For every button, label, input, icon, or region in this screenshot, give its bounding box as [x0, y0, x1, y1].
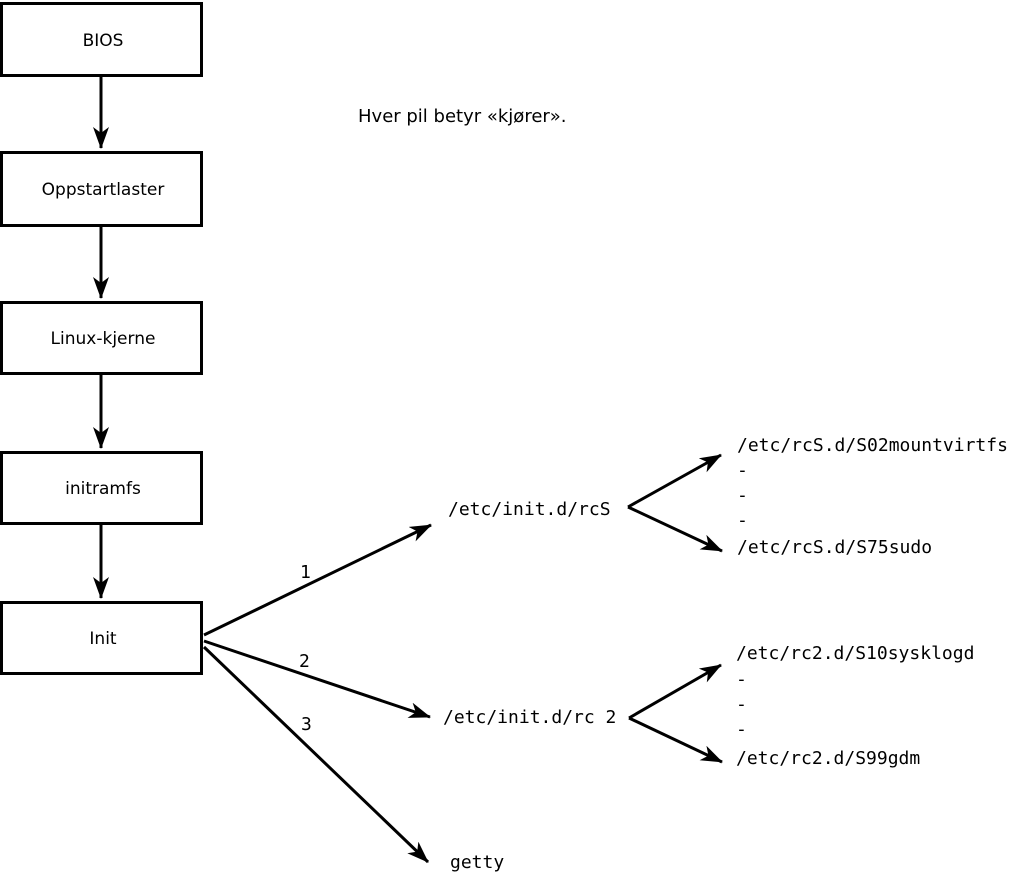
- rc2-child-dash1: -: [736, 669, 747, 690]
- rcS-child-first: /etc/rcS.d/S02mountvirtfs: [737, 435, 1008, 456]
- rc2-children-list: /etc/rc2.d/S10sysklogd - - - /etc/rc2.d/…: [736, 643, 974, 769]
- rc2-script-label: /etc/init.d/rc 2: [443, 707, 616, 728]
- init-box-rect: [0, 601, 203, 675]
- rcS-child-dash3: -: [737, 510, 748, 531]
- rc2-child-dash3: -: [736, 719, 747, 740]
- box-bootloader: Oppstartlaster: [0, 151, 203, 227]
- arrow-rc2-to-S10sysklogd: [628, 663, 722, 720]
- arrow-label-1: 1: [300, 562, 311, 583]
- box-bios: BIOS: [0, 2, 203, 77]
- bootloader-box-label: Oppstartlaster: [42, 180, 165, 200]
- rcS-children-list: /etc/rcS.d/S02mountvirtfs - - - /etc/rcS…: [737, 435, 1008, 558]
- bios-box-label: BIOS: [83, 31, 124, 51]
- rc2-child-last: /etc/rc2.d/S99gdm: [736, 748, 920, 769]
- init-box-label: Init: [89, 629, 117, 649]
- box-kernel: Linux-kjerne: [0, 301, 203, 375]
- note-arrows-meaning: Hver pil betyr «kjører».: [358, 106, 567, 127]
- rcS-child-dash2: -: [737, 485, 748, 506]
- rc2-child-dash2: -: [736, 694, 747, 715]
- arrow-init-to-rc2: [203, 639, 431, 719]
- rcS-child-last: /etc/rcS.d/S75sudo: [737, 537, 932, 558]
- box-initramfs: initramfs: [0, 451, 203, 525]
- getty-label: getty: [450, 852, 504, 873]
- bootloader-box-rect: [0, 151, 203, 227]
- initramfs-box-rect: [0, 451, 203, 525]
- initramfs-box-label: initramfs: [65, 479, 141, 499]
- kernel-box-rect: [0, 301, 203, 375]
- arrow-rc2-to-S99gdm: [628, 716, 723, 764]
- arrow-rcS-to-S02mountvirtfs: [627, 453, 722, 509]
- arrow-label-2: 2: [299, 651, 310, 672]
- arrow-rcS-to-S75sudo: [627, 505, 723, 553]
- kernel-box-label: Linux-kjerne: [51, 329, 156, 349]
- rcS-child-dash1: -: [737, 460, 748, 481]
- arrow-label-3: 3: [301, 714, 312, 735]
- rcS-script-label: /etc/init.d/rcS: [448, 499, 611, 520]
- box-init: Init: [0, 601, 203, 675]
- rc2-child-first: /etc/rc2.d/S10sysklogd: [736, 643, 974, 664]
- bios-box-rect: [0, 2, 203, 77]
- arrow-init-to-getty: [202, 645, 430, 864]
- arrow-init-to-rcS: [203, 523, 432, 637]
